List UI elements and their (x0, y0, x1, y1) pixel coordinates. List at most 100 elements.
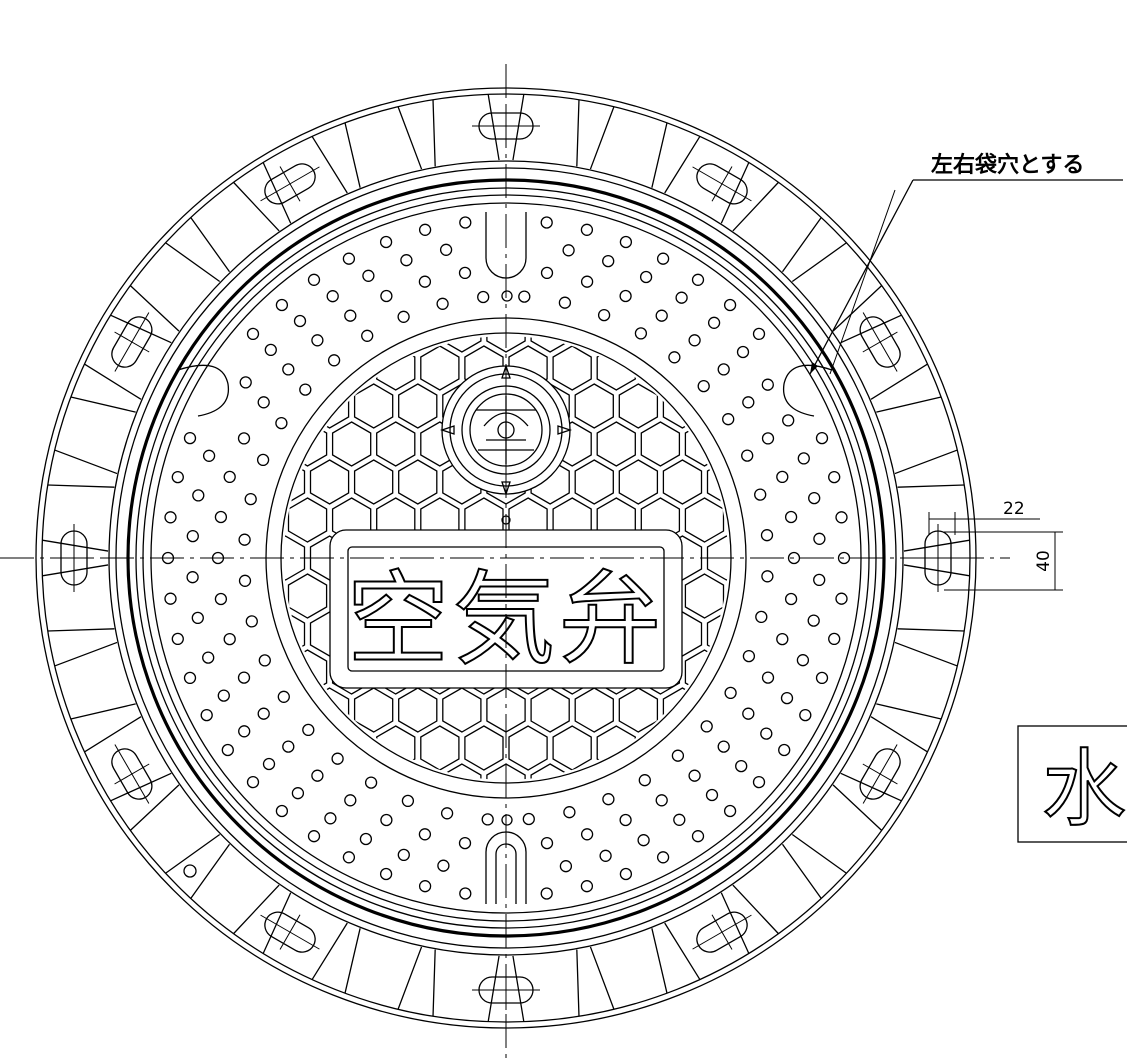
vent-hole (540, 836, 554, 850)
frame-rib (47, 449, 118, 488)
hexagon-cell (376, 421, 416, 467)
vent-hole (307, 830, 321, 843)
vent-hole (518, 290, 531, 303)
vent-hole (299, 383, 312, 396)
hexagon-cell (178, 764, 216, 808)
bag-hole-annotation: 左右袋穴とする (809, 152, 1123, 375)
hexagon-cell (284, 611, 306, 657)
frame-rib (110, 772, 180, 831)
frame-rib (165, 217, 231, 283)
vent-hole (214, 510, 228, 524)
frame-rib (397, 946, 436, 1017)
hexagon-cell (706, 687, 728, 733)
frame-rib (720, 884, 779, 954)
hexagon-cell (442, 336, 482, 353)
vent-hole (782, 414, 795, 427)
hexagon-cell (618, 687, 659, 733)
vent-hole (307, 273, 321, 286)
hexagon-cell (662, 687, 703, 733)
vent-hole (675, 291, 688, 304)
bolt-slot (111, 312, 153, 372)
hexagon-cell (178, 460, 216, 504)
vent-hole (691, 830, 705, 843)
vent-hole (761, 378, 774, 391)
vent-hole (673, 813, 686, 826)
bolt-slot (692, 163, 752, 205)
vent-hole (668, 351, 681, 364)
hexagon-cell (284, 336, 306, 353)
vent-hole (760, 727, 773, 740)
vent-hole (244, 492, 257, 506)
vent-hole (362, 269, 375, 282)
center-lines (0, 64, 1010, 1063)
hexagon-cell (200, 422, 238, 466)
bag-hole-label: 左右袋穴とする (931, 152, 1084, 178)
hexagon-cell (420, 345, 460, 391)
vent-hole (439, 243, 453, 256)
vent-hole (361, 329, 374, 342)
vent-hole (638, 774, 651, 787)
frame-rib (781, 217, 847, 283)
vent-hole (637, 834, 650, 847)
hexagon-cell (353, 687, 394, 733)
vent-hole (540, 887, 553, 900)
frame-rib (576, 99, 615, 170)
vent-hole (761, 570, 774, 583)
hexagon-cell (530, 336, 570, 353)
vent-hole (291, 787, 305, 800)
vent-hole (828, 470, 841, 484)
bolt-slot (692, 911, 752, 953)
hexagon-cell (706, 459, 728, 505)
vent-hole (707, 316, 721, 329)
frame-rib (311, 122, 361, 194)
frame-rib (894, 449, 965, 488)
hexagon-cell (508, 725, 548, 771)
vent-hole (418, 275, 432, 288)
vent-hole (397, 310, 410, 323)
vent-hole (735, 759, 748, 773)
hexagon-cell (331, 421, 372, 467)
hexagon-cell (287, 573, 328, 619)
vent-hole (755, 610, 768, 624)
hexagon-cell (309, 383, 350, 429)
vent-hole (246, 327, 260, 341)
vent-hole (742, 396, 755, 409)
hexagon-cell (309, 459, 350, 505)
vent-hole (742, 649, 756, 663)
hexagon-cell (774, 574, 812, 618)
vent-hole (379, 235, 393, 249)
vent-hole (778, 743, 791, 757)
vent-hole (183, 671, 197, 685)
frame-rib (165, 833, 231, 899)
hexagon-cell (796, 460, 834, 504)
vent-hole (754, 488, 767, 501)
vent-hole (540, 216, 553, 229)
vent-hole (700, 720, 713, 733)
hexagon-cell (486, 336, 526, 353)
vent-hole (440, 807, 454, 820)
vent-hole (237, 671, 251, 684)
vent-hole (580, 828, 594, 841)
vent-hole (164, 592, 177, 605)
vent-hole (344, 309, 357, 322)
vent-hole (619, 867, 633, 881)
vent-hole (780, 691, 794, 705)
vent-hole (458, 836, 472, 850)
vent-hole (705, 788, 719, 802)
vent-hole (258, 654, 271, 667)
vent-hole (619, 813, 632, 827)
vent-hole (186, 529, 199, 543)
vent-hole (171, 470, 184, 484)
vent-hole (171, 632, 184, 646)
dimension-lines: 22 40 (928, 499, 1063, 591)
vent-hole (481, 813, 494, 826)
vent-hole (331, 752, 344, 765)
vent-hole (418, 880, 432, 893)
hexagon-cell (618, 383, 659, 429)
vent-hole (807, 614, 820, 627)
vent-hole (246, 775, 260, 789)
dimension-width: 22 (1003, 499, 1025, 519)
vent-hole (183, 431, 197, 445)
vent-hole (324, 812, 337, 825)
vent-hole (784, 510, 798, 524)
